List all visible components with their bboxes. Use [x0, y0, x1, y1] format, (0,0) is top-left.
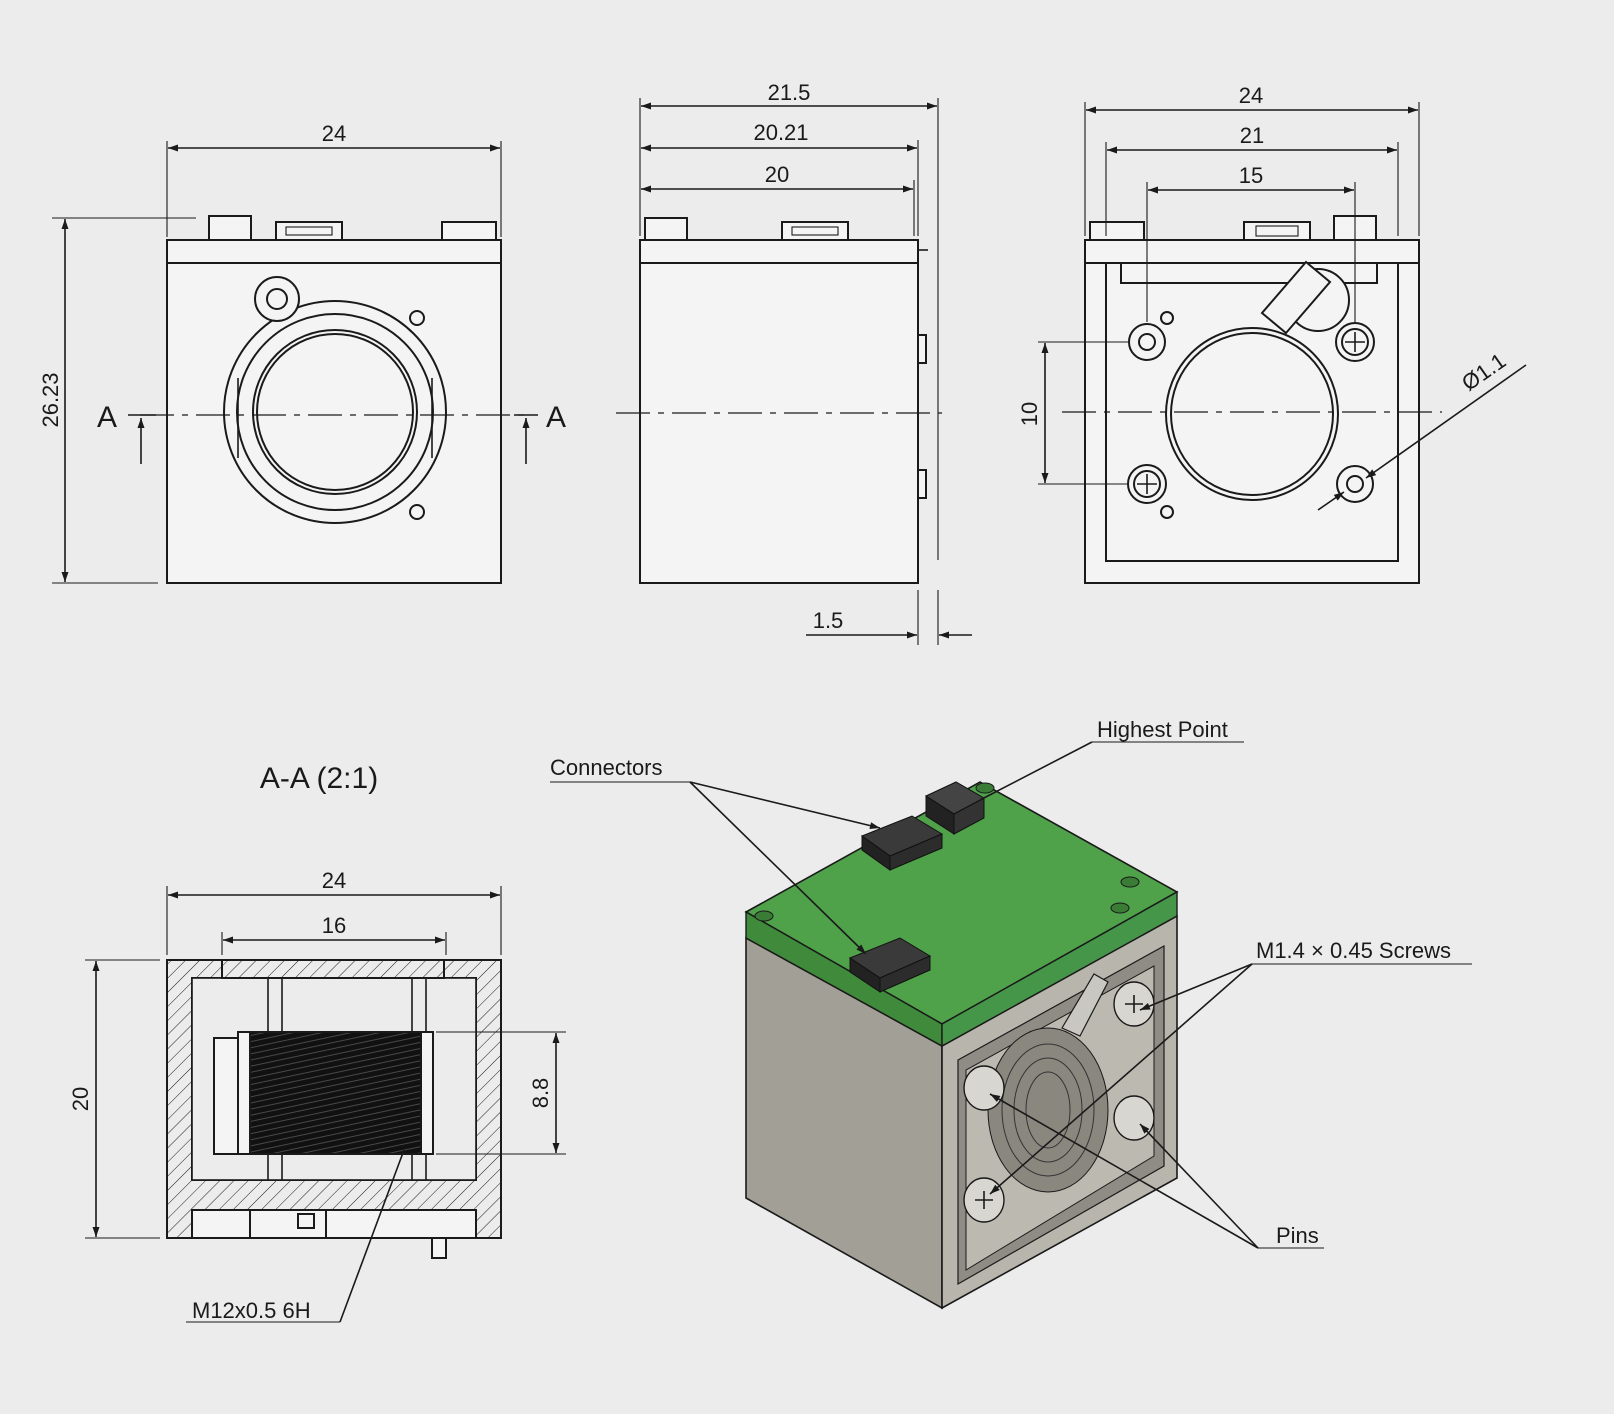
section-width-dim: 24 [322, 868, 346, 893]
side-dim-2: 20.21 [753, 120, 808, 145]
side-view: 21.5 20.21 20 1.5 [616, 80, 972, 645]
connectors-label: Connectors [550, 755, 663, 780]
back-dim-1: 24 [1239, 83, 1263, 108]
section-inner-dim: 16 [322, 913, 346, 938]
front-width-dim: 24 [322, 121, 346, 146]
pins-label: Pins [1276, 1223, 1319, 1248]
highest-point-label: Highest Point [1097, 717, 1228, 742]
section-title: A-A (2:1) [260, 762, 378, 795]
back-dim-2: 21 [1240, 123, 1264, 148]
back-hole-diameter: Ø1.1 [1457, 348, 1510, 396]
back-dim-vertical: 10 [1017, 402, 1042, 426]
back-dim-3: 15 [1239, 163, 1263, 188]
section-thread-length: 8.8 [528, 1078, 553, 1109]
side-dim-bottom: 1.5 [813, 608, 844, 633]
section-height-dim: 20 [68, 1087, 93, 1111]
section-marker-right: A [546, 401, 566, 434]
front-height-dim: 26.23 [38, 372, 63, 427]
isometric-view: Highest Point Connectors M1.4 × 0.45 Scr… [550, 717, 1472, 1310]
side-dim-3: 20 [765, 162, 789, 187]
screws-label: M1.4 × 0.45 Screws [1256, 938, 1451, 963]
section-view: A-A (2:1) 24 16 20 [68, 762, 566, 1323]
section-marker-left: A [97, 401, 117, 434]
front-view: A A 24 26.23 [38, 121, 566, 584]
side-dim-1: 21.5 [768, 80, 811, 105]
thread-spec-label: M12x0.5 6H [192, 1298, 311, 1323]
back-view: 24 21 15 10 Ø1.1 [1017, 83, 1527, 584]
